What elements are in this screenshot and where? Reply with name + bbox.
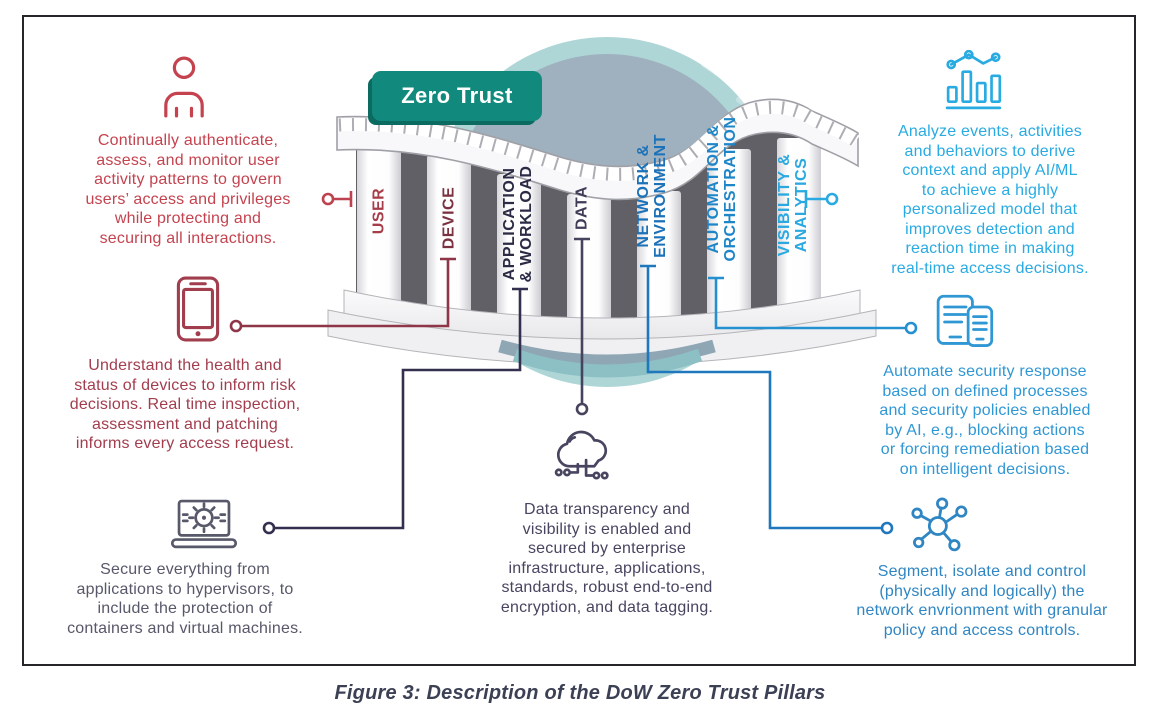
person-icon	[158, 56, 210, 118]
roof-tile-strip	[338, 100, 860, 181]
pillar-label-data: DATA	[573, 185, 591, 231]
user-description: Continually authenticate, assess, and mo…	[85, 132, 291, 247]
network-environment-description: Segment, isolate and control (physically…	[856, 563, 1108, 639]
cloud-data-icon	[551, 429, 615, 489]
data-description: Data transparency and visibility is enab…	[500, 501, 714, 616]
data-connector-endpoint	[575, 402, 589, 416]
smartphone-icon	[176, 276, 220, 342]
tablet-phone-icon	[936, 294, 996, 350]
user-connector-line	[333, 191, 353, 207]
pillar-label-device: DEVICE	[440, 186, 458, 250]
pillar-application-workload	[497, 174, 541, 324]
visibility-connector-line	[804, 190, 827, 208]
automation-connector-line	[708, 276, 906, 330]
device-connector-line	[241, 257, 456, 328]
pillar-label-visibility-analytics: VISIBILITY & ANALYTICS	[776, 153, 810, 257]
zero-trust-banner: Zero Trust	[372, 71, 542, 121]
network-hub-icon	[908, 496, 972, 556]
analytics-icon	[944, 50, 1006, 112]
device-connector-endpoint	[229, 319, 243, 333]
pillar-visibility-analytics	[777, 138, 821, 324]
user-connector-endpoint	[321, 192, 335, 206]
pillar-automation-orchestration	[707, 149, 751, 324]
pillar-user	[357, 146, 401, 324]
connector-visibility	[804, 190, 839, 208]
connector-application	[262, 287, 528, 535]
connector-automation	[708, 276, 918, 335]
data-connector-line	[574, 237, 590, 404]
dome-highlight	[701, 60, 725, 79]
visibility-analytics-description: Analyze events, activities and behaviors…	[891, 123, 1089, 277]
network-connector-line	[640, 264, 882, 530]
laptop-gear-icon	[170, 499, 238, 551]
pillar-label-user: USER	[370, 187, 388, 235]
connector-data	[574, 237, 590, 416]
pillar-data	[567, 194, 611, 324]
network-connector-endpoint	[880, 521, 894, 535]
automation-connector-endpoint	[904, 321, 918, 335]
automation-orchestration-description: Automate security response based on defi…	[879, 363, 1091, 478]
visibility-connector-endpoint	[825, 192, 839, 206]
connector-user	[321, 191, 353, 207]
pillar-label-automation-orchestration: AUTOMATION & ORCHESTRATION	[705, 116, 739, 262]
application-connector-endpoint	[262, 521, 276, 535]
connector-network	[640, 264, 894, 535]
device-description: Understand the health and status of devi…	[69, 357, 301, 452]
application-connector-line	[274, 287, 528, 530]
pillar-label-application-workload: APPLICATION & WORKLOAD	[501, 165, 535, 283]
base-teal-arc	[512, 348, 703, 378]
pillars	[357, 138, 821, 324]
base-slab-lower	[327, 309, 877, 366]
zero-trust-banner-label: Zero Trust	[401, 83, 513, 108]
pillar-device	[427, 155, 471, 324]
pillar-label-network-environment: NETWORK & ENVIRONMENT	[635, 134, 669, 258]
application-workload-description: Secure everything from applications to h…	[67, 561, 303, 637]
connector-device	[229, 257, 456, 333]
figure-caption: Figure 3: Description of the DoW Zero Tr…	[334, 682, 826, 704]
